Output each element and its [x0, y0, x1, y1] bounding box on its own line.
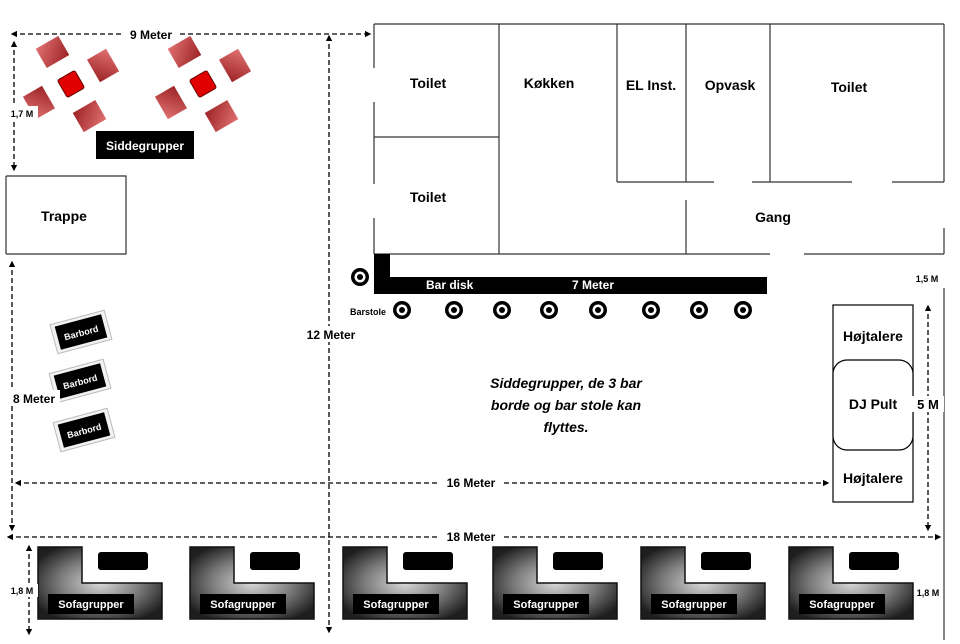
dj-booth-label: DJ Pult [849, 396, 898, 412]
sofa-group: Sofagrupper [788, 546, 914, 620]
sofa-table [849, 552, 899, 570]
dim-inner-width: 16 Meter [447, 476, 496, 490]
barstool [734, 301, 752, 319]
bar-table: Barbord [48, 358, 112, 404]
bar-table: Barbord [49, 309, 113, 355]
outer-walls [5, 23, 945, 640]
sofa-label: Sofagrupper [809, 599, 875, 611]
note-line-3: flyttes. [543, 419, 588, 435]
bar-counter [374, 254, 767, 294]
sofa-group: Sofagrupper [189, 546, 315, 620]
speaker-bottom-label: Højtalere [843, 470, 903, 486]
dim-sofa-depth-right: 1,8 M [917, 588, 940, 598]
el-inst-label: EL Inst. [626, 77, 676, 93]
toilet-right-label: Toilet [831, 79, 868, 95]
sofa-label: Sofagrupper [58, 599, 124, 611]
sofa-group: Sofagrupper [37, 546, 163, 620]
barstool [493, 301, 511, 319]
seat-table [189, 70, 217, 98]
dim-top-width: 9 Meter [130, 28, 172, 42]
kitchen-label: Køkken [524, 75, 575, 91]
sofa-label: Sofagrupper [661, 599, 727, 611]
dim-full-width: 18 Meter [447, 530, 496, 544]
toilet-lower-label: Toilet [410, 189, 447, 205]
sofa-group: Sofagrupper [342, 546, 468, 620]
dim-stage-gap: 1,5 M [916, 274, 939, 284]
dishwash-label: Opvask [705, 77, 756, 93]
barstools [351, 268, 752, 319]
sofa-label: Sofagrupper [513, 599, 579, 611]
dim-sofa-depth-left: 1,8 M [11, 586, 34, 596]
sofa-table [250, 552, 300, 570]
barstool [445, 301, 463, 319]
seat-groups-label: Siddegrupper [106, 139, 184, 153]
dim-left-height: 8 Meter [13, 392, 55, 406]
seat-table [57, 70, 85, 98]
sofa-table [701, 552, 751, 570]
dim-stage-height: 5 M [917, 397, 939, 412]
corridor-label: Gang [755, 209, 791, 225]
seat-group [22, 35, 120, 133]
note-line-2: borde og bar stole kan [491, 397, 641, 413]
sofa-label: Sofagrupper [363, 599, 429, 611]
barstool [393, 301, 411, 319]
sofa-group: Sofagrupper [492, 546, 618, 620]
sofa-label: Sofagrupper [210, 599, 276, 611]
seat-groups-tag [96, 131, 194, 159]
bar-length-label: 7 Meter [572, 278, 614, 292]
stairs-label: Trappe [41, 208, 87, 224]
sofa-group: Sofagrupper [640, 546, 766, 620]
note-line-1: Siddegrupper, de 3 bar [490, 375, 643, 391]
room-walls [6, 24, 944, 255]
dim-hall-height: 12 Meter [307, 328, 356, 342]
sofa-groups: Sofagrupper Sofagrupper Sofagrupper Sofagru… [37, 546, 914, 620]
barstools-label: Barstole [350, 307, 386, 317]
sofa-table [403, 552, 453, 570]
sofa-table [98, 552, 148, 570]
toilet-top-label: Toilet [410, 75, 447, 91]
seat-group [154, 35, 252, 133]
dim-seat-depth: 1,7 M [11, 109, 34, 119]
barstool [690, 301, 708, 319]
speaker-top-label: Højtalere [843, 328, 903, 344]
barstool [642, 301, 660, 319]
bar-table: Barbord [52, 407, 116, 453]
sofa-table [553, 552, 603, 570]
barstool [351, 268, 369, 286]
barstool [589, 301, 607, 319]
barstool [540, 301, 558, 319]
bar-desk-label: Bar disk [426, 278, 474, 292]
